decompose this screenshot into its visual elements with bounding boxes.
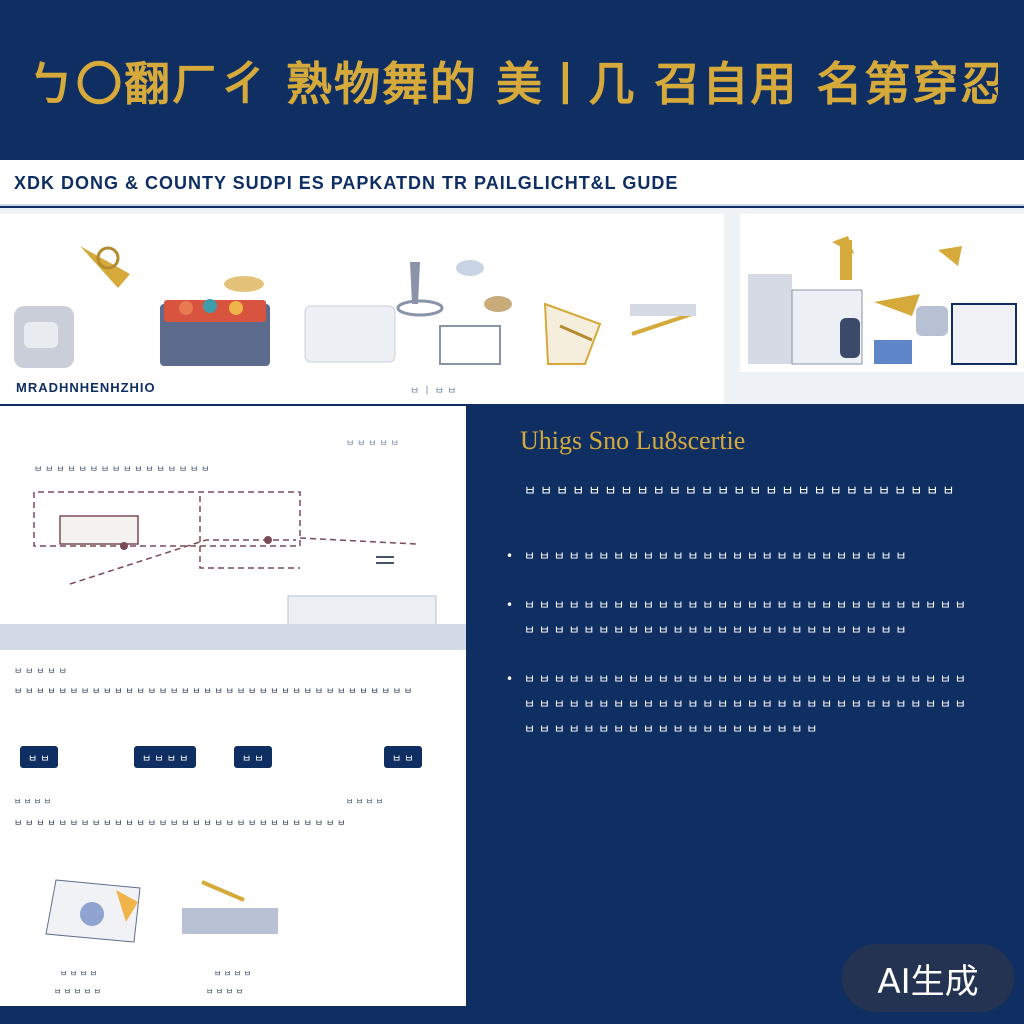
right-intro: ㅂ ㅂ ㅂ ㅂ ㅂ ㅂ ㅂ ㅂ ㅂ ㅂ ㅂ ㅂ ㅂ ㅂ ㅂ ㅂ ㅂ ㅂ ㅂ ㅂ … <box>524 484 955 499</box>
bullet-item: ㅂ ㅂ ㅂ ㅂ ㅂ ㅂ ㅂ ㅂ ㅂ ㅂ ㅂ ㅂ ㅂ ㅂ ㅂ ㅂ ㅂ ㅂ ㅂ ㅂ … <box>506 667 976 742</box>
shelf-icon <box>748 274 792 364</box>
illustration-caption: MRADHNHENHZHIO <box>16 380 156 395</box>
box-icon <box>439 325 501 365</box>
thumbnail-caption-1: ㅂ ㅂ ㅂ ㅂ <box>60 969 98 978</box>
bullet-item: ㅂ ㅂ ㅂ ㅂ ㅂ ㅂ ㅂ ㅂ ㅂ ㅂ ㅂ ㅂ ㅂ ㅂ ㅂ ㅂ ㅂ ㅂ ㅂ ㅂ … <box>506 593 976 643</box>
illustration-panel-main <box>0 214 724 404</box>
illustration-panel-store <box>740 214 1024 372</box>
steps-description-2: ㅂ ㅂ ㅂ ㅂ ㅂ ㅂ ㅂ ㅂ ㅂ ㅂ ㅂ ㅂ ㅂ ㅂ ㅂ ㅂ ㅂ ㅂ ㅂ ㅂ … <box>14 819 346 829</box>
banner-title: ㄅ〇翻ㄏㄔ 熟物舞的 美ㅣ几 召自用 名第穿忍国 <box>28 57 998 111</box>
thumbnail-subcaption-1: ㅂ ㅂ ㅂ ㅂ ㅂ <box>54 987 101 996</box>
illustration-row: MRADHNHENHZHIO ㅂ ㅣ ㅂ ㅂ <box>0 208 1024 404</box>
step-button-3[interactable]: ㅂ ㅂ <box>234 746 272 768</box>
map-label: ㅂ ㅂ ㅂ ㅂ ㅂ ㅂ ㅂ ㅂ ㅂ ㅂ ㅂ ㅂ ㅂ ㅂ ㅂ ㅂ <box>34 465 210 475</box>
left-column: ㅂ ㅂ ㅂ ㅂ ㅂ ㅂ ㅂ ㅂ ㅂ ㅂ ㅂ ㅂ ㅂ ㅂ ㅂ ㅂ ㅂ ㅂ ㅂ ㅂ … <box>0 406 466 1006</box>
steps-description: ㅂ ㅂ ㅂ ㅂ ㅂ ㅂ ㅂ ㅂ ㅂ ㅂ ㅂ ㅂ ㅂ ㅂ ㅂ ㅂ ㅂ ㅂ ㅂ ㅂ … <box>14 687 413 697</box>
right-column: Uhigs Sno Lu8scertie ㅂ ㅂ ㅂ ㅂ ㅂ ㅂ ㅂ ㅂ ㅂ ㅂ… <box>466 406 1024 1024</box>
shop-illustration <box>748 236 1017 365</box>
step-button-2[interactable]: ㅂ ㅂ ㅂ ㅂ <box>134 746 197 768</box>
bullet-item: ㅂ ㅂ ㅂ ㅂ ㅂ ㅂ ㅂ ㅂ ㅂ ㅂ ㅂ ㅂ ㅂ ㅂ ㅂ ㅂ ㅂ ㅂ ㅂ ㅂ … <box>506 544 976 569</box>
map-panel: ㅂ ㅂ ㅂ ㅂ ㅂ ㅂ ㅂ ㅂ ㅂ ㅂ ㅂ ㅂ ㅂ ㅂ ㅂ ㅂ ㅂ ㅂ ㅂ ㅂ … <box>0 406 466 650</box>
device-icon <box>182 908 278 934</box>
step-button-4[interactable]: ㅂ ㅂ <box>384 746 422 768</box>
route-outline <box>33 491 301 547</box>
bullet-list: ㅂ ㅂ ㅂ ㅂ ㅂ ㅂ ㅂ ㅂ ㅂ ㅂ ㅂ ㅂ ㅂ ㅂ ㅂ ㅂ ㅂ ㅂ ㅂ ㅂ … <box>506 544 976 766</box>
steps-label: ㅂ ㅂ ㅂ ㅂ ㅂ <box>14 667 67 677</box>
supplies-illustration <box>14 246 696 368</box>
illustration-small-text: ㅂ ㅣ ㅂ ㅂ <box>410 386 457 397</box>
step-button-1[interactable]: ㅂ ㅂ <box>20 746 58 768</box>
thumbnail-subcaption-2: ㅂ ㅂ ㅂ ㅂ <box>206 987 244 996</box>
step-caption-1: ㅂ ㅂ ㅂ ㅂ <box>14 797 52 806</box>
gold-tool-icon <box>543 302 602 365</box>
subtitle-bar: XDK DONG & COUNTY SUDPI ES PAPKATDN TR P… <box>0 160 1024 206</box>
pin-icon <box>120 542 128 550</box>
map-tag: ㅂ ㅂ ㅂ ㅂ ㅂ <box>346 439 399 449</box>
right-heading: Uhigs Sno Lu8scertie <box>520 426 746 455</box>
title-banner: ㄅ〇翻ㄏㄔ 熟物舞的 美ㅣ几 召自用 名第穿忍国 <box>0 0 1024 160</box>
thumbnail-caption-2: ㅂ ㅂ ㅂ ㅂ <box>214 969 252 978</box>
step-caption-2: ㅂ ㅂ ㅂ ㅂ <box>346 797 384 806</box>
ai-generated-badge: AI生成 <box>842 944 1014 1012</box>
thumbnail-illustrations <box>45 879 278 943</box>
location-box <box>59 515 139 545</box>
stand-icon <box>410 262 420 304</box>
map-strip <box>0 624 466 650</box>
subtitle-text: XDK DONG & COUNTY SUDPI ES PAPKATDN TR P… <box>14 173 679 193</box>
display-case-icon <box>951 303 1017 365</box>
